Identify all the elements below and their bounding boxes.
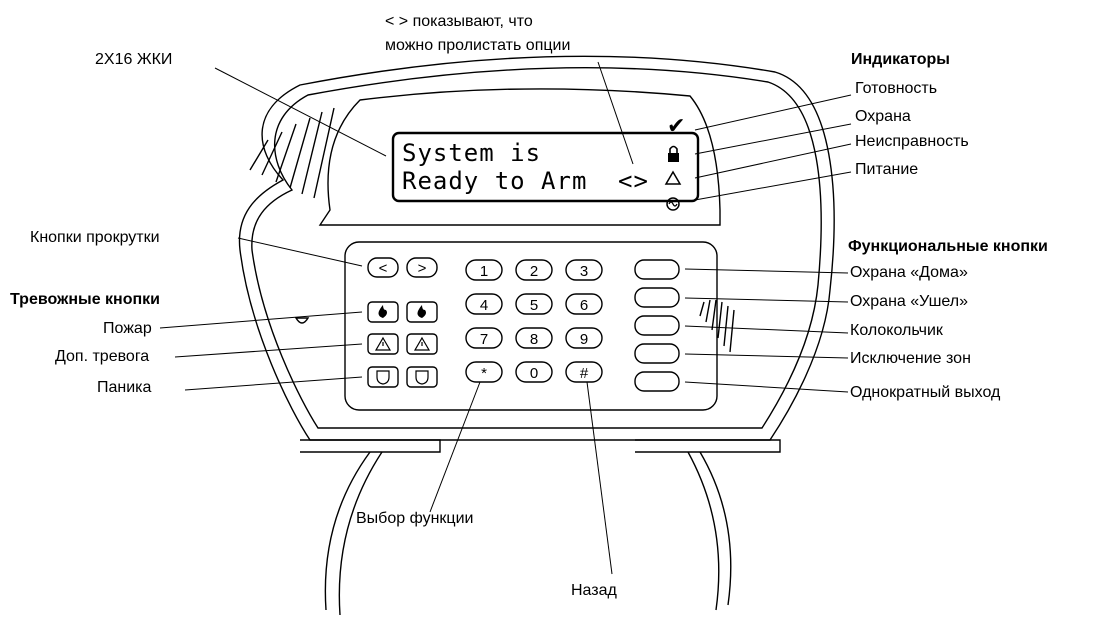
lcd-line-2: Ready to Arm	[402, 167, 588, 195]
leader-auxiliary	[174, 343, 363, 358]
label-away-arm: Охрана «Ушел»	[850, 293, 969, 310]
speaker-grille	[249, 107, 335, 199]
label-chime: Колокольчик	[850, 322, 943, 339]
lcd-screen	[391, 131, 700, 203]
key-hash[interactable]	[565, 361, 603, 383]
auxiliary-triangle-icon	[413, 336, 431, 351]
label-function-select: Выбор функции	[356, 510, 474, 527]
label-quick-exit: Однократный выход	[850, 384, 1001, 401]
label-panic: Паника	[97, 379, 152, 396]
fire-flame-icon	[417, 305, 426, 318]
leader-scroll-hint	[597, 61, 634, 165]
leader-stay	[684, 268, 849, 274]
left-hinge	[300, 439, 441, 453]
leader-back	[586, 381, 613, 575]
key-8[interactable]	[515, 327, 553, 349]
key-8-label: 8	[530, 331, 538, 348]
key-7[interactable]	[465, 327, 503, 349]
ready-check-icon: ✔	[667, 114, 685, 139]
label-scroll-hint-line-2: можно пролистать опции	[385, 37, 571, 54]
label-stay-arm: Охрана «Дома»	[850, 264, 968, 281]
panic-shield-icon	[376, 370, 390, 385]
lcd-line-1: System is	[402, 139, 542, 167]
function-key-bypass[interactable]	[634, 343, 680, 364]
key-7-label: 7	[480, 331, 488, 348]
key-4-label: 4	[480, 297, 488, 314]
key-3-label: 3	[580, 263, 588, 280]
label-scroll-hint-line-1: < > показывают, что	[385, 13, 533, 30]
label-scroll-keys: Кнопки прокрутки	[30, 229, 160, 246]
leader-lcd-type	[214, 67, 387, 157]
panic-key-right[interactable]	[406, 366, 438, 388]
key-1[interactable]	[465, 259, 503, 281]
key-panel	[344, 241, 718, 411]
leader-power	[694, 171, 852, 201]
lcd-scroll-arrows: <>	[618, 167, 649, 195]
leader-trouble	[694, 143, 852, 179]
key-star[interactable]	[465, 361, 503, 383]
key-5[interactable]	[515, 293, 553, 315]
leader-quick-exit	[684, 381, 849, 393]
label-indicator-power: Питание	[855, 161, 919, 178]
auxiliary-triangle-icon	[374, 336, 392, 351]
label-function-keys-heading: Функциональные кнопки	[848, 238, 1048, 255]
function-key-stay[interactable]	[634, 259, 680, 280]
panic-shield-icon	[415, 370, 429, 385]
stand-left-leg	[324, 451, 383, 616]
scroll-right-key-label: >	[418, 260, 427, 277]
key-5-label: 5	[530, 297, 538, 314]
display-bezel	[318, 88, 721, 226]
leader-bypass	[684, 353, 849, 359]
scroll-left-key[interactable]	[367, 257, 399, 278]
keypad-housing-inner	[251, 67, 822, 429]
label-alarm-keys-heading: Тревожные кнопки	[10, 291, 160, 308]
leader-ready	[694, 94, 852, 131]
function-key-away[interactable]	[634, 287, 680, 308]
label-indicator-ready: Готовность	[855, 80, 938, 97]
trouble-triangle-icon	[664, 170, 682, 185]
label-indicator-armed: Охрана	[855, 108, 911, 125]
fire-flame-icon	[378, 305, 387, 318]
key-4[interactable]	[465, 293, 503, 315]
leader-scroll-keys	[237, 237, 363, 267]
scroll-right-key[interactable]	[406, 257, 438, 278]
label-bypass: Исключение зон	[850, 350, 971, 367]
label-back: Назад	[571, 582, 617, 599]
key-1-label: 1	[480, 263, 488, 280]
key-hash-label: #	[580, 365, 589, 382]
keypad-housing	[238, 55, 835, 441]
leader-function-select	[429, 381, 481, 513]
leader-chime	[684, 325, 849, 334]
function-key-quick-exit[interactable]	[634, 371, 680, 392]
key-0-label: 0	[530, 365, 538, 382]
right-hinge	[635, 439, 781, 453]
leader-fire	[159, 311, 363, 329]
leader-panic	[184, 376, 363, 391]
key-2[interactable]	[515, 259, 553, 281]
key-0[interactable]	[515, 361, 553, 383]
panic-key-left[interactable]	[367, 366, 399, 388]
right-grille	[699, 299, 735, 353]
key-3[interactable]	[565, 259, 603, 281]
key-2-label: 2	[530, 263, 538, 280]
label-fire: Пожар	[103, 320, 152, 337]
key-6[interactable]	[565, 293, 603, 315]
key-9-label: 9	[580, 331, 588, 348]
key-9[interactable]	[565, 327, 603, 349]
label-lcd-type: 2X16 ЖКИ	[95, 51, 173, 68]
leader-armed	[694, 123, 852, 155]
key-6-label: 6	[580, 297, 588, 314]
scroll-left-key-label: <	[379, 260, 388, 277]
label-auxiliary: Доп. тревога	[55, 348, 150, 365]
stand-right-leg	[687, 451, 732, 611]
function-key-chime[interactable]	[634, 315, 680, 336]
power-sine-icon	[666, 197, 680, 211]
tamper-notch	[294, 317, 310, 324]
leader-away	[684, 297, 849, 303]
label-indicator-trouble: Неисправность	[855, 133, 969, 150]
armed-lock-icon	[668, 145, 679, 162]
label-indicators-heading: Индикаторы	[851, 51, 950, 68]
key-star-label: *	[481, 365, 487, 382]
